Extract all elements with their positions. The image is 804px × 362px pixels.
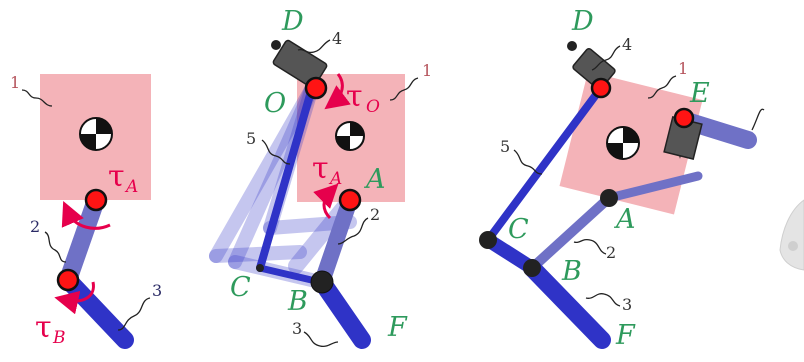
point-b-label: B <box>561 256 582 287</box>
link-5-leader <box>513 149 543 175</box>
point-c-label: C <box>230 272 251 303</box>
link-2 <box>527 193 614 273</box>
actuator-4-label: 4 <box>622 35 632 54</box>
link-3 <box>523 259 611 349</box>
point-d-label: D <box>571 6 594 37</box>
torque-b-subscript: B <box>52 328 66 348</box>
link-3-leader <box>303 331 339 348</box>
link-2-leader <box>573 238 607 255</box>
link-5-label: 5 <box>500 137 510 156</box>
link-3-leader <box>117 297 151 331</box>
joint-a <box>84 188 108 212</box>
torque-o-arrow <box>324 73 351 110</box>
actuator-4-leader <box>297 39 331 54</box>
body-1-leader <box>389 77 419 101</box>
body-1-leader <box>647 75 677 99</box>
body-1-label: 1 <box>422 61 432 80</box>
link-2-label: 2 <box>30 217 40 236</box>
torque-a-arrow <box>313 183 339 220</box>
link-5 <box>484 84 605 244</box>
center-of-mass-icon <box>606 126 640 160</box>
spring-leader <box>751 108 765 131</box>
link-2-leader <box>44 231 67 263</box>
link-3-label: 3 <box>292 319 302 338</box>
point-d-marker <box>567 41 577 51</box>
joint-c <box>479 231 497 249</box>
point-o-label: O <box>264 88 286 119</box>
point-f-label: F <box>615 320 636 351</box>
joint-o <box>304 76 328 100</box>
joint-e <box>673 107 695 129</box>
link-5-leader <box>261 139 291 165</box>
body-1-label: 1 <box>678 59 688 78</box>
actuator-4-leader <box>591 45 621 71</box>
link-3 <box>59 271 134 349</box>
body-1-label: 1 <box>10 73 20 92</box>
point-f-label: F <box>387 312 408 343</box>
link-5 <box>256 84 316 272</box>
link-2 <box>314 192 358 290</box>
link-5-ghost <box>209 81 319 263</box>
link-5-ghost <box>228 81 319 269</box>
joint-a <box>338 188 362 212</box>
link-ghost <box>209 245 307 263</box>
point-d-marker <box>271 40 281 50</box>
partial-object <box>779 199 804 271</box>
joint-b <box>56 268 80 292</box>
point-a-label: A <box>613 204 636 235</box>
link-3-label: 3 <box>152 281 162 300</box>
center-of-mass-icon <box>79 117 113 151</box>
point-b-label: B <box>287 286 308 317</box>
center-of-mass-icon <box>335 121 365 151</box>
torque-o-symbol: τ <box>346 79 363 114</box>
link-c-b <box>256 264 324 286</box>
link-a-e <box>604 171 703 203</box>
joint-o <box>590 77 612 99</box>
panel-3: 1 D E A C B F 4 <box>479 6 765 351</box>
actuator-4-label: 4 <box>332 29 342 48</box>
link-5-label: 5 <box>246 129 256 148</box>
torque-a-arrow <box>61 201 111 230</box>
body-1-leader <box>21 89 53 107</box>
torque-a-subscript: A <box>328 169 342 189</box>
link-2-leader <box>337 217 369 245</box>
point-e-label: E <box>689 78 710 109</box>
joint-c <box>256 264 264 272</box>
torque-a-symbol: τ <box>312 151 329 186</box>
torque-a-subscript: A <box>124 177 138 197</box>
panel-1: 1 τ A τ B 2 3 <box>10 73 162 349</box>
joint-b <box>523 259 541 277</box>
link-3-leader <box>585 293 621 307</box>
link-2-label: 2 <box>370 205 380 224</box>
torque-b-arrow <box>54 281 95 315</box>
panel-2: 1 τ O τ A <box>209 6 432 349</box>
link-3-label: 3 <box>622 295 632 314</box>
joint-b <box>310 270 334 294</box>
link-3 <box>313 273 371 349</box>
joint-a <box>600 189 618 207</box>
point-d-label: D <box>281 6 304 37</box>
point-a-label: A <box>363 164 386 195</box>
torque-b-symbol: τ <box>35 310 52 345</box>
torque-o-subscript: O <box>366 97 380 117</box>
point-c-label: C <box>508 214 529 245</box>
link-2 <box>59 191 105 289</box>
link-2-label: 2 <box>606 243 616 262</box>
torque-a-symbol: τ <box>108 159 125 194</box>
